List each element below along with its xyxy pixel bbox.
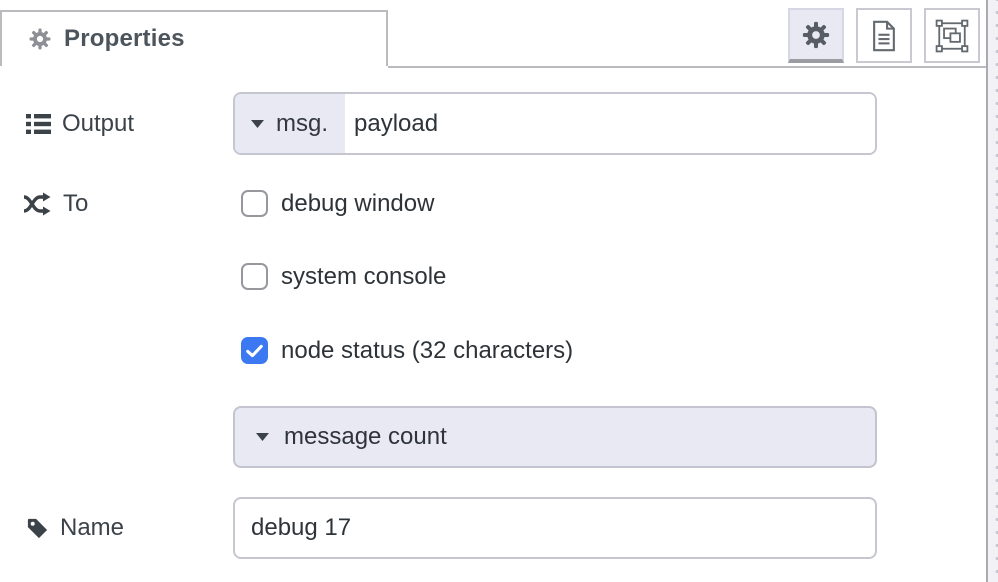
checkbox-row-system-console: system console	[241, 263, 446, 290]
status-type-value: message count	[284, 423, 447, 450]
check-icon	[246, 344, 263, 357]
name-label: Name	[60, 514, 125, 541]
output-type-dropdown[interactable]: msg.	[235, 94, 345, 153]
checkbox-row-node-status: node status (32 characters)	[241, 337, 573, 364]
to-label: To	[63, 189, 89, 217]
debug-window-checkbox[interactable]	[241, 190, 268, 217]
output-typed-input: msg.	[233, 92, 877, 155]
system-console-checkbox[interactable]	[241, 263, 268, 290]
tag-icon	[27, 518, 48, 538]
properties-tab-button[interactable]	[788, 8, 844, 63]
tab-title: Properties	[64, 25, 185, 52]
status-type-dropdown[interactable]: message count	[233, 406, 877, 468]
description-tab-button[interactable]	[856, 8, 912, 63]
output-type-label: msg.	[276, 109, 329, 137]
appearance-tab-button[interactable]	[924, 8, 980, 63]
checkbox-row-debug-window: debug window	[241, 190, 434, 217]
name-input[interactable]	[233, 497, 877, 559]
tray-toolbar	[788, 8, 980, 63]
caret-down-icon	[256, 433, 269, 441]
system-console-label: system console	[281, 262, 447, 290]
tab-properties[interactable]: Properties	[0, 10, 388, 66]
output-label: Output	[62, 109, 135, 137]
shuffle-icon	[23, 192, 51, 215]
object-group-icon	[935, 19, 969, 52]
output-row-label: Output	[26, 92, 134, 155]
to-row-label: To	[22, 190, 88, 217]
node-status-label: node status (32 characters)	[281, 336, 574, 364]
name-row-label: Name	[26, 497, 124, 559]
list-icon	[26, 113, 51, 134]
document-icon	[873, 20, 895, 51]
output-property-input[interactable]	[345, 94, 875, 153]
header-divider	[388, 66, 986, 68]
node-status-checkbox[interactable]	[241, 337, 268, 364]
debug-window-label: debug window	[281, 189, 435, 217]
gear-icon	[29, 28, 51, 50]
caret-down-icon	[251, 119, 264, 128]
tray-resize-handle[interactable]	[986, 0, 998, 582]
gear-icon	[802, 21, 830, 48]
